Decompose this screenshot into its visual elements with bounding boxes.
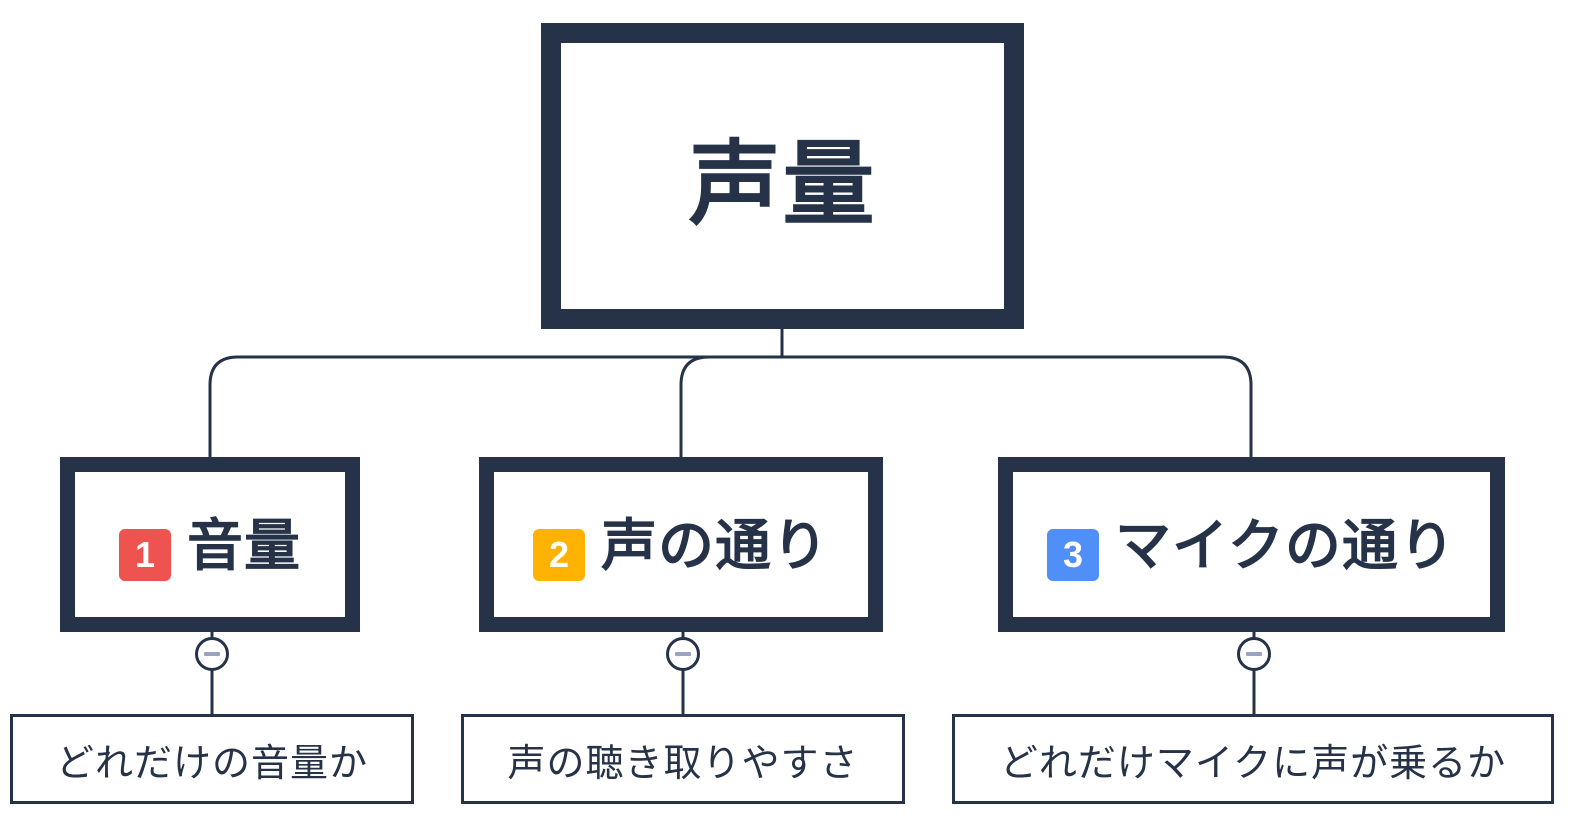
leaf-node-volume-detail[interactable]: どれだけの音量か — [10, 714, 414, 804]
branch-3-connector — [782, 355, 1253, 457]
leaf-node-label: どれだけマイクに声が乗るか — [999, 740, 1507, 785]
leaf-node-label: 声の聴き取りやすさ — [507, 740, 859, 785]
branch-node-volume[interactable]: 1 音量 — [60, 457, 360, 632]
priority-badge-1: 1 — [119, 528, 171, 581]
priority-badge-3: 3 — [1047, 528, 1100, 581]
minus-circle-icon — [204, 652, 220, 656]
minus-circle-icon — [1246, 652, 1262, 656]
branch-node-mic-pickup[interactable]: 3 マイクの通り — [998, 457, 1505, 632]
branch-node-label: 声の通り — [601, 513, 829, 579]
collapse-toggle-1[interactable] — [195, 637, 229, 671]
branch-2-connector — [679, 355, 782, 457]
minus-circle-icon — [675, 652, 691, 656]
collapse-toggle-3[interactable] — [1237, 637, 1271, 671]
branch-node-label: マイクの通り — [1115, 513, 1456, 579]
leaf-node-label: どれだけの音量か — [55, 740, 368, 785]
collapse-toggle-2[interactable] — [666, 637, 700, 671]
priority-badge-2: 2 — [533, 528, 585, 581]
root-node[interactable]: 声量 — [541, 23, 1024, 329]
branch-node-voice-clarity[interactable]: 2 声の通り — [479, 457, 883, 632]
root-node-label: 声量 — [688, 129, 877, 238]
leaf-node-clarity-detail[interactable]: 声の聴き取りやすさ — [461, 714, 905, 804]
branch-node-label: 音量 — [187, 513, 301, 579]
branch-1-connector — [208, 355, 782, 457]
leaf-node-mic-detail[interactable]: どれだけマイクに声が乗るか — [952, 714, 1554, 804]
